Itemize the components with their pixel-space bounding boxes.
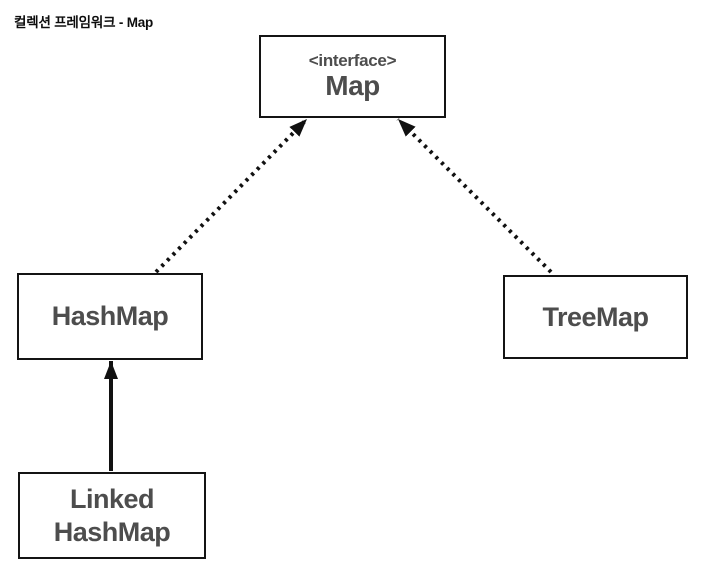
edge-hashmap-implements-map <box>154 117 309 274</box>
node-linkedhashmap: Linked HashMap <box>18 472 206 559</box>
linkedhashmap-label-line1: Linked <box>69 483 155 514</box>
map-stereotype-label: <interface> <box>308 50 397 70</box>
page-title: 컬렉션 프레임워크 - Map <box>14 15 154 30</box>
node-treemap: TreeMap <box>503 275 688 359</box>
treemap-label: TreeMap <box>542 301 649 332</box>
edge-treemap-implements-map <box>396 117 553 274</box>
node-hashmap: HashMap <box>17 273 203 360</box>
map-label: Map <box>325 70 380 102</box>
linkedhashmap-label-line2: HashMap <box>53 516 171 547</box>
hashmap-label: HashMap <box>51 301 169 331</box>
node-map-interface: <interface> Map <box>259 35 446 118</box>
